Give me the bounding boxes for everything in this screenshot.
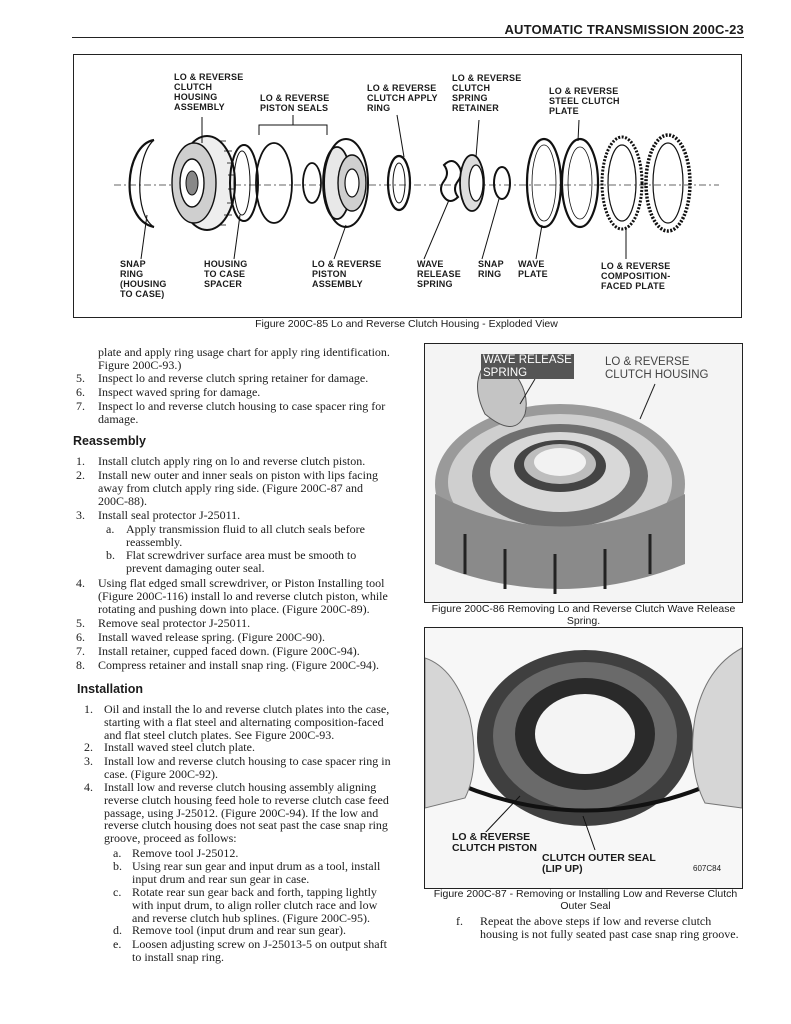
figure-code: 607C84: [693, 864, 722, 873]
figure-85-caption: Figure 200C-85 Lo and Reverse Clutch Hou…: [255, 318, 558, 330]
list-item: 7.Inspect lo and reverse clutch housing …: [76, 399, 386, 426]
list-item: 3.Install low and reverse clutch housing…: [84, 754, 391, 781]
figure-86-caption: Figure 200C-86 Removing Lo and Reverse C…: [431, 603, 736, 627]
list-item: 4.Using flat edged small screwdriver, or…: [76, 576, 388, 616]
list-item: 6.Inspect waved spring for damage.: [76, 385, 261, 399]
label-wave-release-spring: WAVE RELEASE SPRING: [417, 259, 461, 289]
intro-paragraph: plate and apply ring usage chart for app…: [98, 345, 390, 372]
label-snap-ring: SNAP RING: [478, 259, 504, 279]
label-snap-ring-housing: SNAP RING (HOUSING TO CASE): [120, 259, 167, 299]
list-item: 1.Install clutch apply ring on lo and re…: [76, 454, 366, 468]
label-composition-faced-plate: LO & REVERSE COMPOSITION- FACED PLATE: [601, 261, 671, 291]
exploded-view-drawing: [114, 114, 719, 260]
wave-spring-photo-illustration: [425, 344, 742, 602]
label-clutch-piston: LO & REVERSE CLUTCH PISTON: [452, 831, 537, 854]
list-item: 4.Install low and reverse clutch housing…: [84, 780, 389, 846]
installation-heading: Installation: [77, 682, 143, 696]
list-item: 5.Remove seal protector J-25011.: [76, 616, 251, 630]
label-housing-spacer: HOUSING TO CASE SPACER: [204, 259, 248, 289]
list-item: 3.Install seal protector J-25011.: [76, 508, 241, 522]
list-item: 5.Inspect lo and reverse clutch spring r…: [76, 371, 369, 385]
label-clutch-housing-assembly: LO & REVERSE CLUTCH HOUSING ASSEMBLY: [174, 72, 244, 112]
figure-87-caption: Figure 200C-87 - Removing or Installing …: [433, 888, 738, 912]
label-piston-assembly: LO & REVERSE PISTON ASSEMBLY: [312, 259, 382, 289]
list-item: a.Apply transmission fluid to all clutch…: [106, 522, 365, 549]
list-item: 2.Install waved steel clutch plate.: [84, 740, 255, 754]
list-item: 7.Install retainer, cupped faced down. (…: [76, 644, 360, 658]
figure-85-exploded-view: LO & REVERSE CLUTCH HOUSING ASSEMBLY LO …: [73, 54, 742, 318]
list-item: a.Remove tool J-25012.: [113, 846, 239, 860]
list-item: e.Loosen adjusting screw on J-25013-5 on…: [113, 937, 387, 964]
label-piston-seals: LO & REVERSE PISTON SEALS: [260, 93, 330, 113]
label-wave-release-spring-photo: WAVE RELEASE SPRING: [481, 354, 574, 379]
list-item: 1.Oil and install the lo and reverse clu…: [84, 702, 390, 742]
list-item: 6.Install waved release spring. (Figure …: [76, 630, 325, 644]
list-item: c.Rotate rear sun gear back and forth, t…: [113, 885, 378, 925]
label-outer-seal: CLUTCH OUTER SEAL (LIP UP): [542, 852, 656, 875]
list-item: 2.Install new outer and inner seals on p…: [76, 468, 378, 508]
figure-86-photo: WAVE RELEASE SPRING LO & REVERSE CLUTCH …: [424, 343, 743, 603]
list-item: f.Repeat the above steps if low and reve…: [456, 914, 739, 941]
label-wave-plate: WAVE PLATE: [518, 259, 548, 279]
label-steel-clutch-plate: LO & REVERSE STEEL CLUTCH PLATE: [549, 86, 620, 116]
label-clutch-housing-photo: LO & REVERSE CLUTCH HOUSING: [605, 356, 709, 381]
list-item: 8.Compress retainer and install snap rin…: [76, 658, 379, 672]
list-item: d.Remove tool (input drum and rear sun g…: [113, 923, 346, 937]
figure-87-photo: LO & REVERSE CLUTCH PISTON CLUTCH OUTER …: [424, 627, 743, 889]
reassembly-heading: Reassembly: [73, 434, 146, 448]
outer-seal-photo-illustration: [425, 628, 742, 888]
list-item: b.Flat screwdriver surface area must be …: [106, 548, 357, 575]
label-clutch-apply-ring: LO & REVERSE CLUTCH APPLY RING: [367, 83, 438, 113]
label-spring-retainer: LO & REVERSE CLUTCH SPRING RETAINER: [452, 73, 522, 113]
page-header: AUTOMATIC TRANSMISSION 200C-23: [504, 22, 744, 37]
header-rule: [72, 37, 744, 38]
list-item: b.Using rear sun gear and input drum as …: [113, 859, 381, 886]
